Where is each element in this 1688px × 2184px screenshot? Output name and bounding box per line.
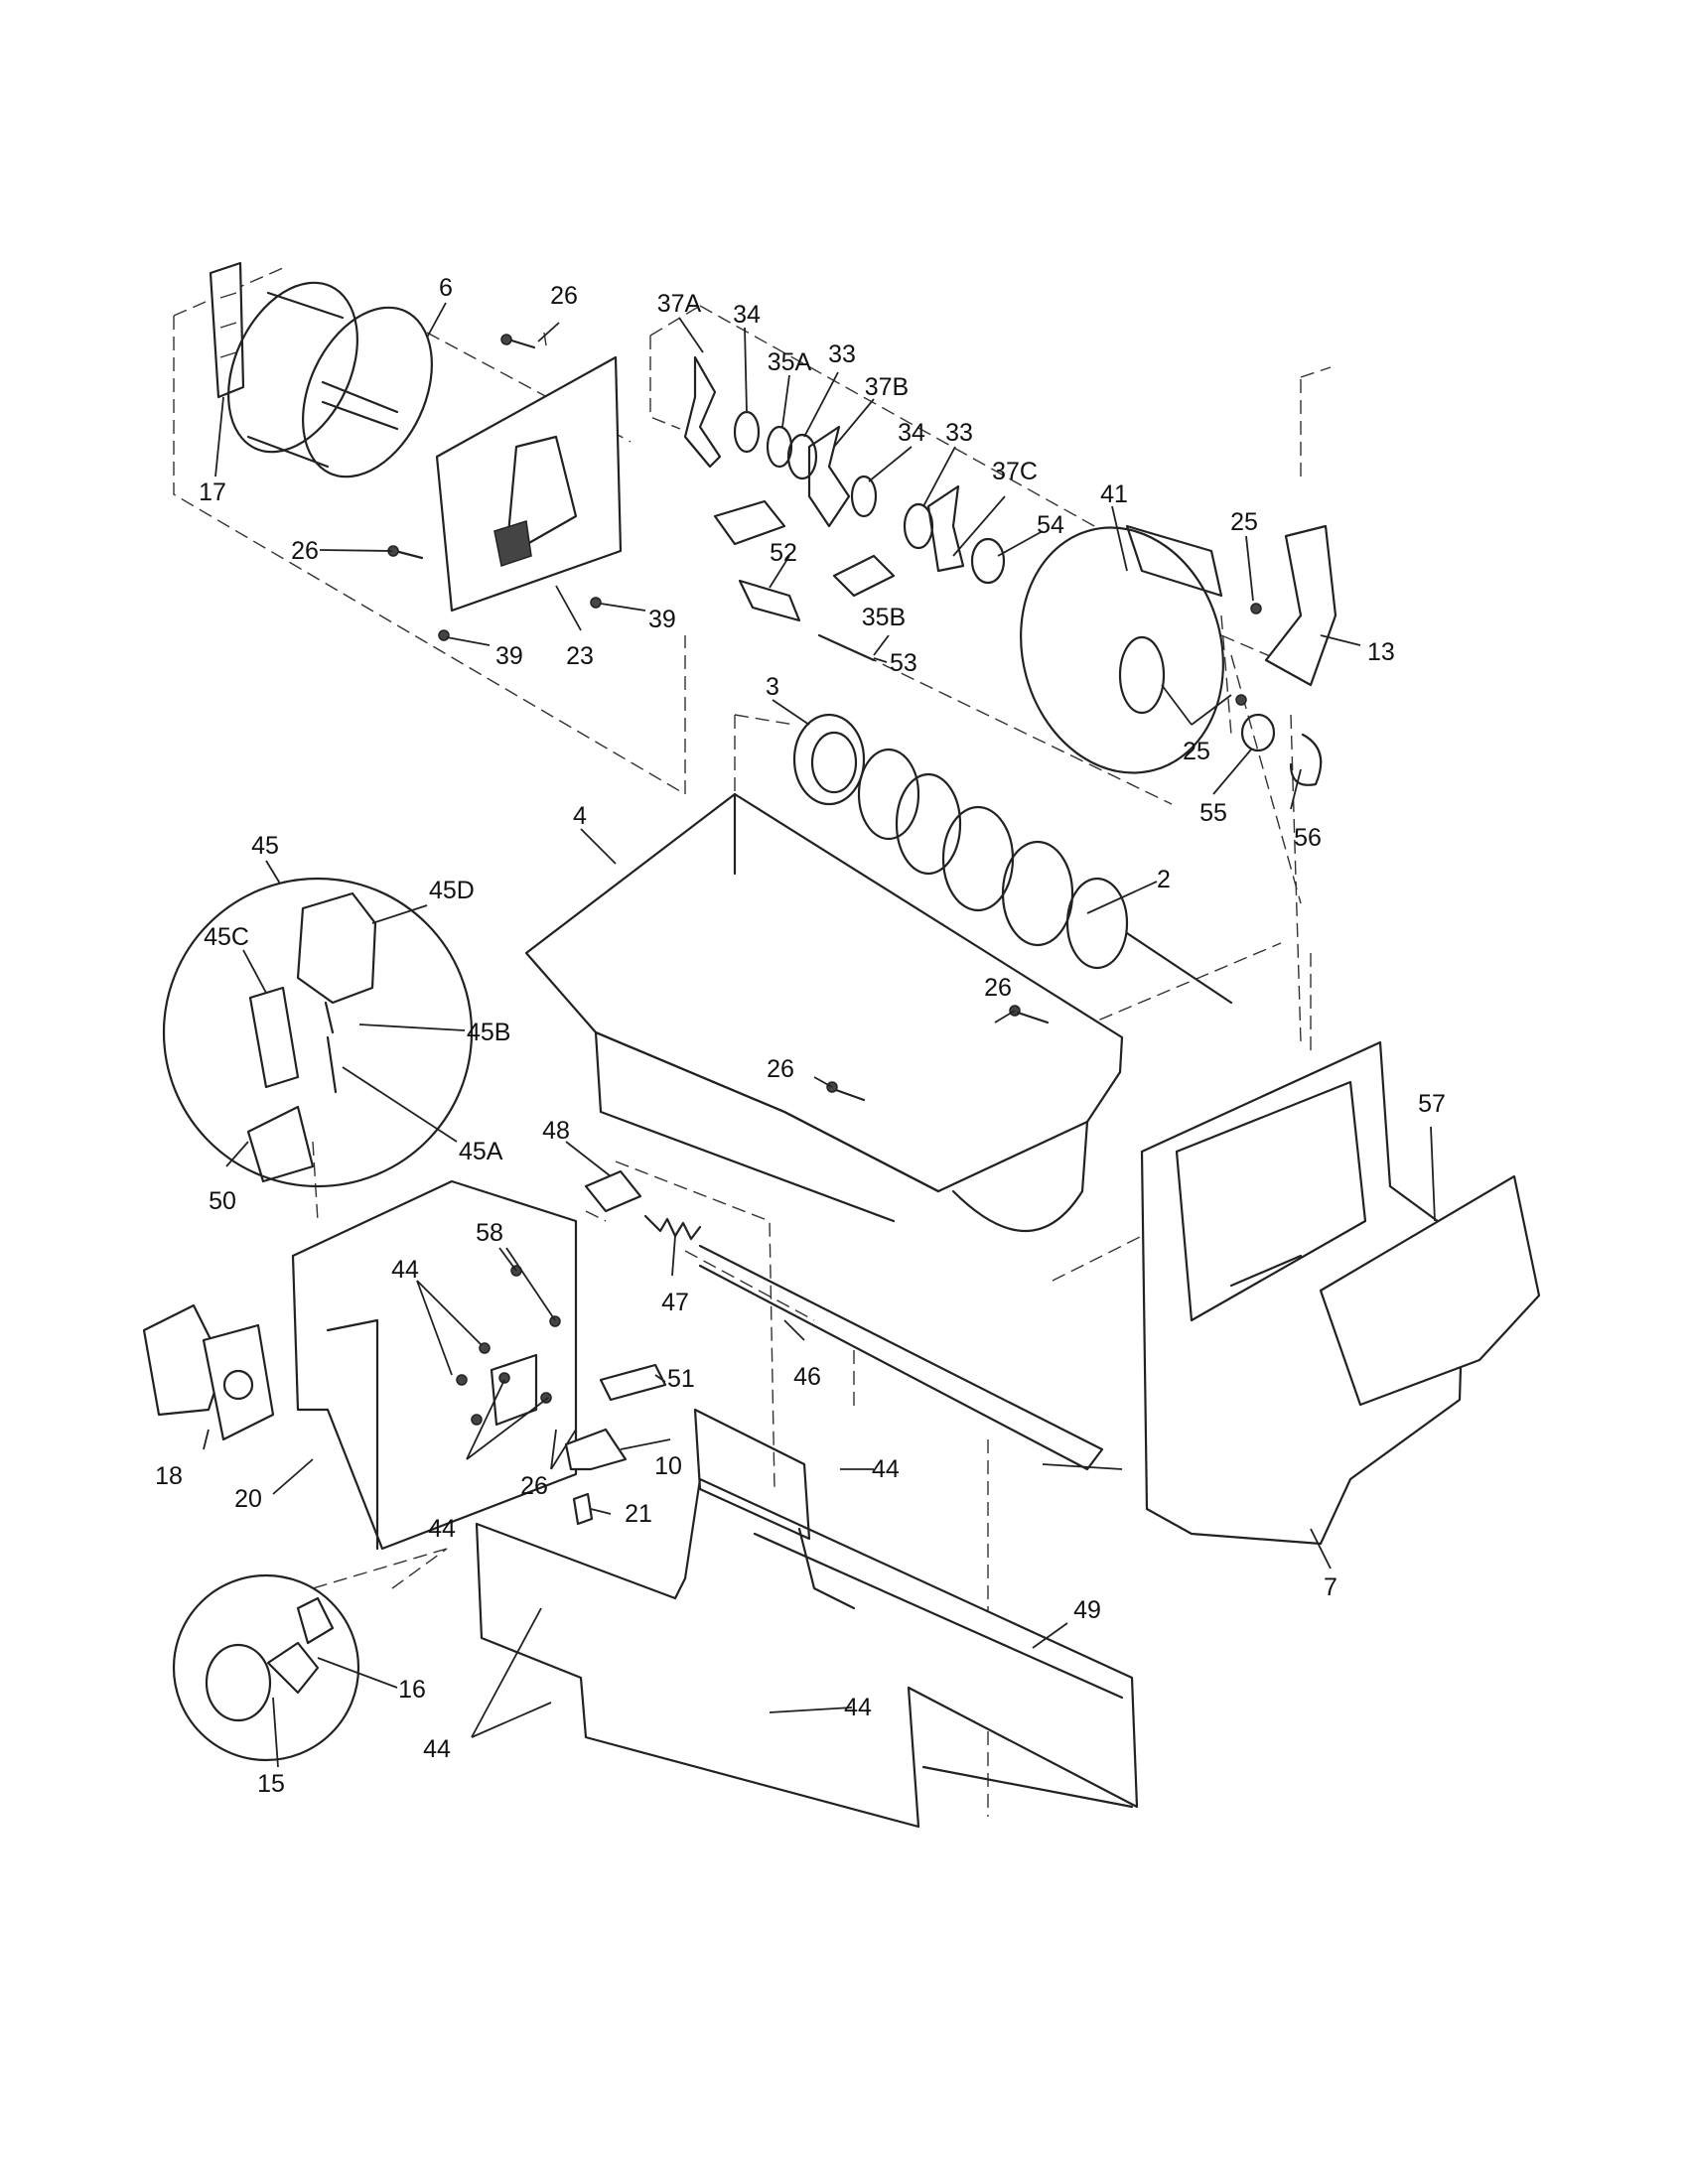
part-23-back-plate [435, 355, 623, 613]
part-3-auger-hub [792, 713, 866, 806]
callout-52: 52 [770, 539, 797, 567]
callout-45: 45 [251, 832, 279, 860]
callout-25-top: 25 [1230, 508, 1258, 536]
callout-6: 6 [439, 274, 453, 302]
callout-37C: 37C [992, 458, 1038, 485]
callout-33-right: 33 [945, 419, 973, 447]
part-15-16-lamp-detail [172, 1573, 360, 1762]
callout-33-left: 33 [828, 341, 856, 368]
callout-26-bucket-right: 26 [984, 974, 1012, 1002]
callout-44-bottom: 44 [423, 1735, 451, 1763]
callout-2: 2 [1157, 866, 1171, 893]
callout-47: 47 [661, 1289, 689, 1316]
leader-lines [203, 302, 1436, 1768]
part-45-solenoid-detail [162, 877, 474, 1188]
part-47-spring [643, 1214, 702, 1241]
callout-53: 53 [890, 649, 917, 677]
callout-46: 46 [793, 1363, 821, 1391]
part-52-53-crank [738, 579, 876, 662]
callout-23: 23 [566, 642, 594, 670]
callout-51: 51 [667, 1365, 695, 1393]
part-6-ice-drum [227, 281, 433, 478]
callout-20: 20 [234, 1485, 262, 1513]
callout-34-right: 34 [898, 419, 925, 447]
callout-labels: 6 26 37A 34 35A 33 37B 34 33 37C 41 25 5… [155, 274, 1446, 1798]
callout-35B: 35B [862, 604, 906, 631]
callout-7: 7 [1324, 1573, 1337, 1601]
callout-54: 54 [1037, 511, 1064, 539]
callout-17: 17 [199, 478, 226, 506]
part-4-ice-bucket [524, 792, 1124, 1233]
callout-55: 55 [1199, 799, 1227, 827]
callout-44-right: 44 [872, 1455, 900, 1483]
callout-58: 58 [476, 1219, 503, 1247]
callout-49: 49 [1073, 1596, 1101, 1624]
callout-26-box: 26 [520, 1472, 548, 1500]
part-20-control-box [291, 1179, 578, 1551]
callout-26-top: 26 [550, 282, 578, 310]
callout-44-box: 44 [428, 1515, 456, 1543]
screws-44-58 [456, 1265, 561, 1426]
callout-3: 3 [766, 673, 779, 701]
part-18-motor [142, 1303, 275, 1441]
callout-57: 57 [1418, 1090, 1446, 1118]
callout-48: 48 [542, 1117, 570, 1145]
callout-35A: 35A [768, 348, 812, 376]
part-7-dispenser-housing [1140, 1040, 1467, 1546]
part-37-gear-set [683, 355, 1006, 598]
callout-13: 13 [1367, 638, 1395, 666]
callout-18: 18 [155, 1462, 183, 1490]
callout-39-left: 39 [495, 642, 523, 670]
callout-56: 56 [1294, 824, 1322, 852]
part-17-label-card [209, 261, 245, 399]
callout-45B: 45B [467, 1019, 510, 1046]
part-48-bracket [584, 1169, 642, 1213]
callout-37A: 37A [657, 290, 702, 318]
callout-39-right: 39 [648, 606, 676, 633]
callout-26-left: 26 [291, 537, 319, 565]
callout-4: 4 [573, 802, 587, 830]
callout-50: 50 [209, 1187, 236, 1215]
part-10-lever [564, 1428, 628, 1471]
callout-45D: 45D [429, 877, 475, 904]
callout-44-tray: 44 [844, 1694, 872, 1721]
part-51-switch [599, 1363, 667, 1402]
part-49-lower-tray [475, 1408, 1139, 1829]
part-57-chute-door [1319, 1174, 1541, 1407]
part-55-56-rings [1240, 713, 1323, 786]
part-13-chute-flap [1264, 524, 1337, 687]
part-21-connector [572, 1492, 594, 1526]
part-46-actuator-rod [698, 1244, 1104, 1471]
callout-16: 16 [398, 1676, 426, 1704]
screws-25 [1235, 603, 1262, 706]
part-2-auger-coil [857, 748, 1233, 1005]
callout-25-bottom: 25 [1183, 738, 1210, 765]
part-41-gear-housing [1020, 524, 1224, 774]
callout-44-top: 44 [391, 1256, 419, 1284]
callout-26-bucket-left: 26 [767, 1055, 794, 1083]
callout-37B: 37B [865, 373, 909, 401]
callout-15: 15 [257, 1770, 285, 1798]
callout-41: 41 [1100, 480, 1128, 508]
callout-45A: 45A [459, 1138, 503, 1165]
callout-21: 21 [625, 1500, 652, 1528]
callout-10: 10 [654, 1452, 682, 1480]
callout-34-left: 34 [733, 301, 761, 329]
screws-top-left [387, 334, 602, 641]
callout-45C: 45C [204, 923, 249, 951]
